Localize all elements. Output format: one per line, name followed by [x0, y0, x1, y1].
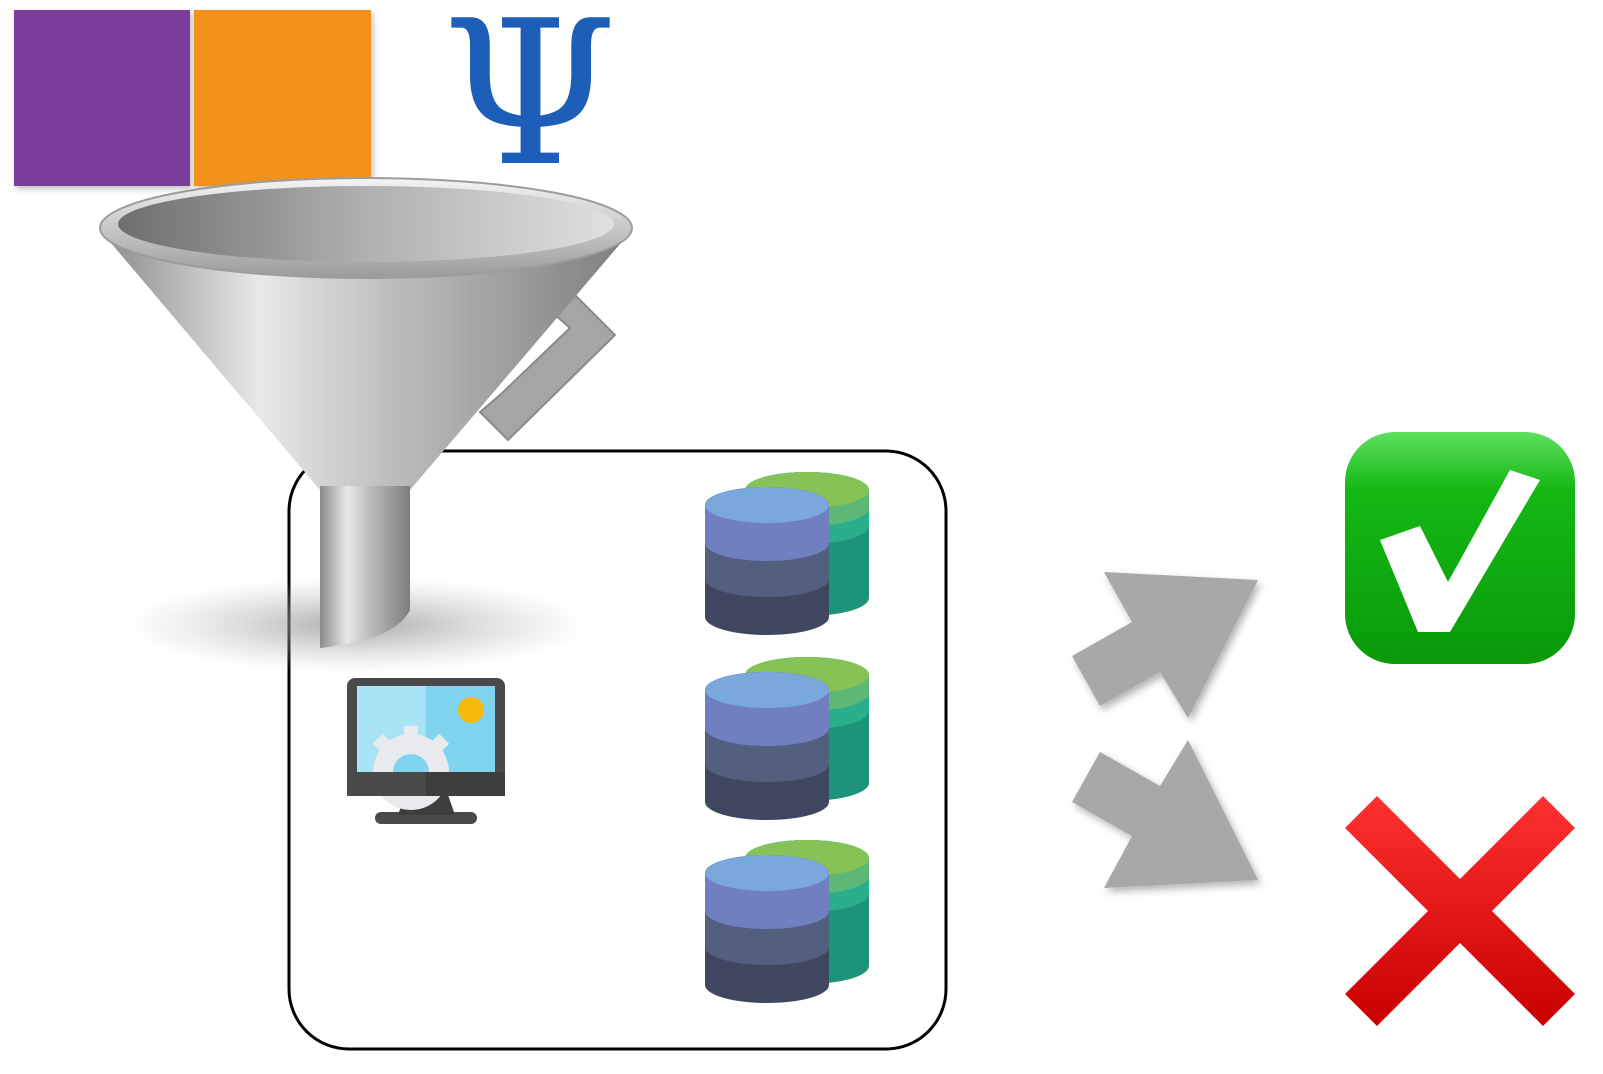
arrow-down-right-icon [1072, 740, 1258, 888]
check-mark-icon [1345, 432, 1575, 664]
psi-symbol: Ψ [442, 0, 618, 211]
orange-square [194, 10, 371, 186]
database-icon [705, 472, 869, 635]
purple-square [14, 10, 190, 186]
funnel-icon [99, 177, 633, 648]
system-box [287, 449, 948, 1051]
database-icon [705, 840, 869, 1003]
arrow-up-right-icon [1072, 572, 1258, 718]
cross-mark-icon [1345, 796, 1575, 1026]
monitor-settings-icon [347, 678, 505, 824]
database-icon [705, 657, 869, 820]
